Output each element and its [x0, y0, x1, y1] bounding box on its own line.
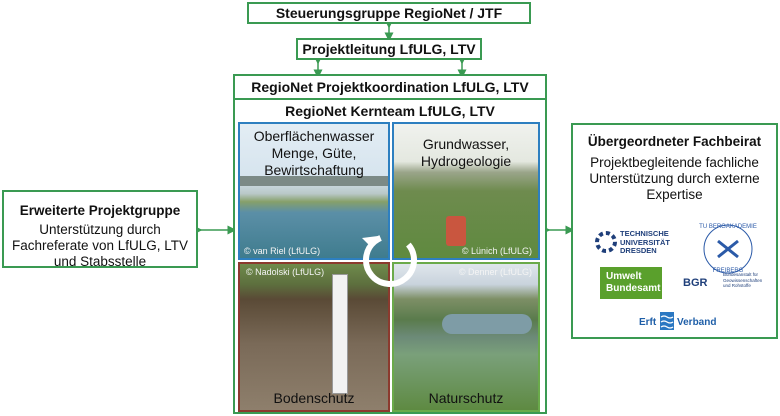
quadrant-label: Grundwasser, Hydrogeologie	[394, 136, 538, 170]
tu-dresden-logo: TECHNISCHE UNIVERSITÄT DRESDEN	[595, 227, 677, 257]
bergakademie-logo: TU BERGAKADEMIE FREIBERG	[699, 221, 757, 277]
quadrant-surface-water: Oberflächenwasser Menge, Güte, Bewirtsch…	[238, 122, 390, 260]
steering-group-box: Steuerungsgruppe RegioNet / JTF	[247, 2, 531, 24]
quadrant-soil: Bodenschutz © Nadolski (LfULG)	[238, 262, 390, 412]
quadrant-label: Naturschutz	[394, 390, 538, 407]
logo-text: und Rohstoffe	[723, 283, 751, 288]
logo-text: TU BERGAKADEMIE	[699, 224, 757, 230]
label-line: Hydrogeologie	[420, 153, 512, 169]
bergakademie-emblem-icon	[703, 224, 753, 274]
logo-text: Bundesanstalt für	[723, 272, 759, 277]
quadrant-nature: Naturschutz © Denner (LfULG)	[392, 262, 540, 412]
well-marker	[446, 216, 466, 246]
extended-group-line: Unterstützung durch	[39, 222, 161, 237]
waves-icon	[660, 312, 674, 330]
extended-project-group-box: Erweiterte Projektgruppe Unterstützung d…	[2, 190, 198, 269]
photo-credit: © Denner (LfULG)	[458, 267, 532, 277]
label-line: Bewirtschaftung	[264, 162, 364, 178]
bgr-logo: BGR Bundesanstalt für Geowissenschaften …	[683, 271, 769, 299]
logo-text: DRESDEN	[620, 246, 657, 255]
logo-text: BGR	[683, 277, 708, 289]
pond	[442, 314, 532, 334]
measuring-stick	[332, 274, 348, 394]
logo-text: TECHNISCHE	[620, 229, 669, 238]
logo-text: Erft	[639, 317, 657, 328]
logo-text: UNIVERSITÄT	[620, 237, 671, 247]
label-line: Oberflächenwasser	[253, 128, 375, 144]
label-line: Bodenschutz	[273, 390, 355, 406]
label-line: Naturschutz	[428, 390, 504, 406]
advisory-title: Übergeordneter Fachbeirat	[587, 134, 762, 149]
project-lead-box: Projektleitung LfULG, LTV	[296, 38, 482, 60]
uba-logo: Umwelt Bundesamt	[600, 267, 662, 299]
advisory-board-box: Übergeordneter Fachbeirat Projektbegleit…	[571, 123, 778, 339]
photo-credit: © Nadolski (LfULG)	[246, 267, 325, 277]
quadrant-groundwater: Grundwasser, Hydrogeologie © Lünich (LfU…	[392, 122, 540, 260]
logo-text: Umwelt	[606, 271, 642, 282]
advisory-line: Projektbegleitende fachliche	[590, 155, 759, 170]
quadrant-label: Oberflächenwasser Menge, Güte, Bewirtsch…	[240, 128, 388, 179]
advisory-line: Expertise	[646, 187, 703, 202]
cycle-icon	[362, 233, 417, 287]
erftverband-logo: Erft Verband	[635, 311, 717, 331]
photo-credit: © Lünich (LfULG)	[461, 246, 532, 256]
core-team-title: RegioNet Kernteam LfULG, LTV	[285, 103, 495, 119]
quadrant-label: Bodenschutz	[240, 390, 388, 407]
coordination-title: RegioNet Projektkoordination LfULG, LTV	[235, 76, 545, 100]
label-line: Menge, Güte,	[271, 145, 357, 161]
logo-text: Bundesamt	[606, 283, 661, 294]
extended-group-title: Erweiterte Projektgruppe	[19, 203, 181, 218]
logo-text: Geowissenschaften	[723, 277, 763, 283]
extended-group-line: und Stabsstelle	[53, 254, 147, 269]
label-line: Grundwasser,	[422, 136, 510, 152]
logo-text: FREIBERG	[712, 268, 744, 274]
photo-credit: © van Riel (LfULG)	[244, 246, 321, 256]
advisory-line: Unterstützung durch externe	[589, 171, 760, 186]
logo-text: Verband	[677, 317, 717, 328]
shoreline-band	[240, 176, 388, 186]
extended-group-line: Fachreferate von LfULG, LTV	[11, 238, 189, 253]
tu-dresden-emblem-icon	[595, 231, 617, 253]
